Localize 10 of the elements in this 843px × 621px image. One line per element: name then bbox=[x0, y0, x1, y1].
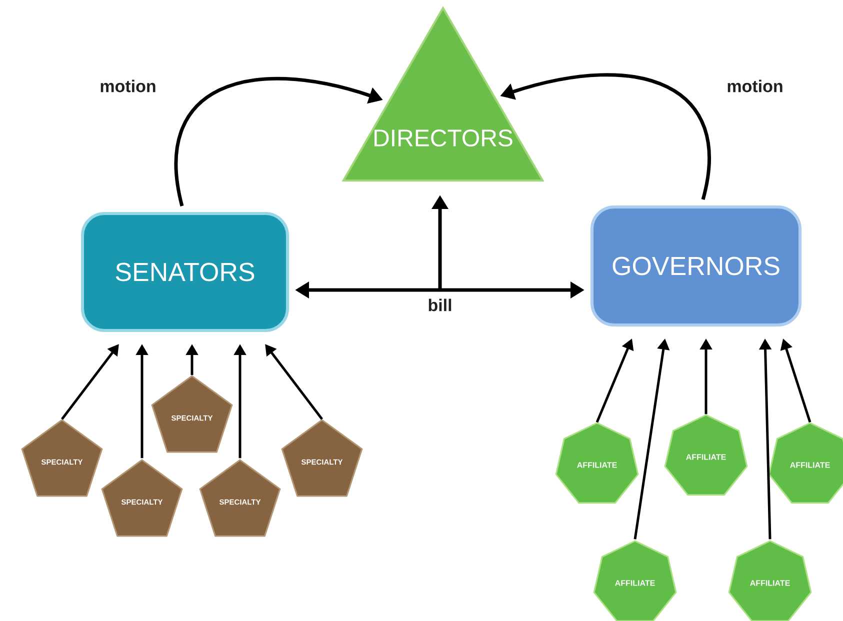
affiliate-heptagon: AFFILIATE bbox=[768, 422, 843, 504]
affiliate-heptagon: AFFILIATE bbox=[555, 422, 639, 504]
affiliate-heptagon: AFFILIATE bbox=[664, 414, 748, 496]
edge-label: motion bbox=[726, 78, 784, 94]
affiliate-heptagon: AFFILIATE bbox=[593, 540, 677, 621]
edge-label: bill bbox=[426, 298, 454, 312]
edge-label: motion bbox=[98, 78, 158, 94]
senators-box: SENATORS bbox=[81, 212, 289, 332]
governors-box: GOVERNORS bbox=[590, 206, 802, 326]
affiliate-heptagon: AFFILIATE bbox=[728, 540, 812, 621]
